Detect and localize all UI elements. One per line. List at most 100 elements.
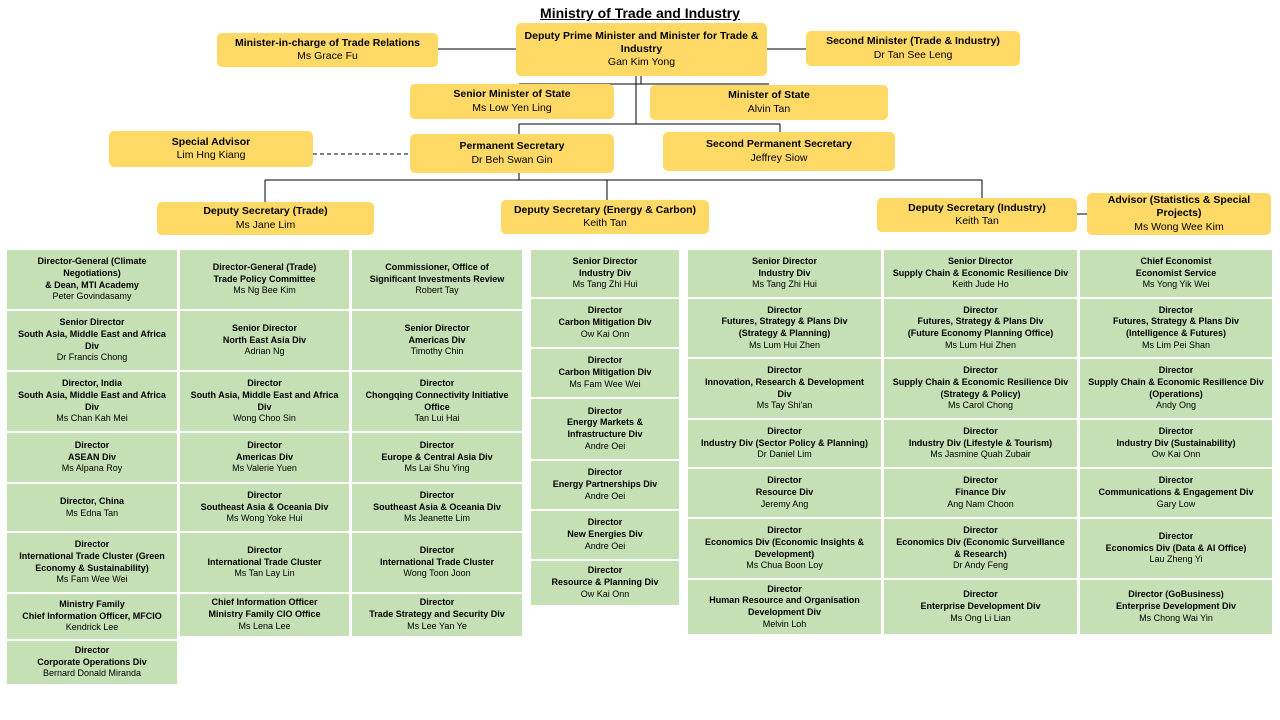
- division-cell: Director Trade Strategy and Security Div…: [352, 594, 522, 636]
- perm-sec-box: Permanent Secretary Dr Beh Swan Gin: [410, 134, 614, 173]
- perm-sec-role: Permanent Secretary: [459, 140, 565, 153]
- dpm-name: Gan Kim Yong: [607, 56, 676, 69]
- ds-energy-name: Keith Tan: [583, 217, 627, 229]
- second-minister-name: Dr Tan See Leng: [873, 48, 953, 61]
- division-officer-name: Adrian Ng: [244, 346, 285, 357]
- division-cell: Director Industry Div (Sustainability)Ow…: [1080, 420, 1272, 467]
- division-cell: Director Innovation, Research & Developm…: [688, 359, 881, 418]
- division-cell: Director-General (Trade) Trade Policy Co…: [180, 250, 349, 309]
- advisor-stats-role: Advisor (Statistics & Special Projects): [1107, 194, 1251, 220]
- division-officer-name: Ms Chua Boon Loy: [746, 560, 823, 571]
- division-role: Director Americas Div: [235, 439, 294, 462]
- division-officer-name: Ms Wong Yoke Hui: [226, 513, 303, 524]
- division-cell: Director Futures, Strategy & Plans Div (…: [688, 299, 881, 357]
- division-role: Director New Energies Div: [567, 517, 643, 540]
- division-officer-name: Ms Valerie Yuen: [232, 463, 297, 474]
- division-role: Director International Trade Cluster: [207, 544, 322, 567]
- division-officer-name: Ms Lum Hui Zhen: [748, 339, 821, 350]
- ds-industry-box: Deputy Secretary (Industry) Keith Tan: [877, 198, 1077, 232]
- division-officer-name: Ms Tan Lay Lin: [234, 568, 295, 579]
- division-role: Director Enterprise Development Div: [920, 589, 1041, 612]
- ds-trade-role: Deputy Secretary (Trade): [203, 205, 328, 218]
- division-role: Director Communications & Engagement Div: [1098, 475, 1254, 498]
- division-cell: Commissioner, Office of Significant Inve…: [352, 250, 522, 309]
- division-officer-name: Dr Daniel Lim: [757, 449, 812, 460]
- division-officer-name: Ms Fam Wee Wei: [56, 574, 128, 585]
- division-cell: Director Chongqing Connectivity Initiati…: [352, 372, 522, 431]
- division-officer-name: Ms Fam Wee Wei: [569, 378, 641, 389]
- special-advisor-role: Special Advisor: [171, 135, 251, 148]
- division-cell: Director Industry Div (Lifestyle & Touri…: [884, 420, 1077, 467]
- division-officer-name: Ms Lai Shu Ying: [404, 463, 470, 474]
- division-role: Director Energy Markets & Infrastructure…: [566, 405, 644, 439]
- division-role: Director Europe & Central Asia Div: [381, 439, 493, 462]
- division-officer-name: Andy Ong: [1155, 400, 1197, 411]
- ds-energy-box: Deputy Secretary (Energy & Carbon) Keith…: [501, 200, 709, 234]
- division-officer-name: Gary Low: [1156, 498, 1196, 509]
- division-cell: Director Futures, Strategy & Plans Div (…: [884, 299, 1077, 357]
- division-officer-name: Ang Nam Choon: [947, 498, 1014, 509]
- division-cell: Ministry Family Chief Information Office…: [7, 594, 177, 639]
- ds-industry-role: Deputy Secretary (Industry): [908, 201, 1046, 214]
- division-officer-name: Ms Edna Tan: [65, 507, 119, 518]
- sms-role: Senior Minister of State: [453, 88, 571, 101]
- division-officer-name: Ms Alpana Roy: [61, 463, 123, 474]
- division-cell: Director Human Resource and Organisation…: [688, 580, 881, 634]
- division-role: Director Southeast Asia & Oceania Div: [200, 489, 329, 512]
- division-role: Director Trade Strategy and Security Div: [369, 597, 505, 620]
- division-cell: Director Energy Markets & Infrastructure…: [531, 399, 679, 459]
- page-title: Ministry of Trade and Industry: [540, 5, 740, 21]
- division-officer-name: Wong Choo Sin: [233, 413, 296, 424]
- division-cell: Director, India South Asia, Middle East …: [7, 372, 177, 431]
- division-role: Director Carbon Mitigation Div: [558, 355, 652, 378]
- division-cell: Director Economics Div (Data & AI Office…: [1080, 519, 1272, 578]
- division-cell: Director Supply Chain & Economic Resilie…: [1080, 359, 1272, 418]
- division-officer-name: Andre Oei: [584, 540, 626, 551]
- division-officer-name: Kendrick Lee: [65, 622, 119, 633]
- division-cell: Director International Trade Cluster (Gr…: [7, 533, 177, 592]
- division-officer-name: Tan Lui Hai: [414, 413, 460, 424]
- division-officer-name: Ms Lena Lee: [238, 620, 291, 631]
- special-advisor-box: Special Advisor Lim Hng Kiang: [109, 131, 313, 167]
- second-perm-sec-box: Second Permanent Secretary Jeffrey Siow: [663, 132, 895, 171]
- division-role: Chief Information Officer Ministry Famil…: [208, 597, 321, 620]
- division-cell: Director Industry Div (Sector Policy & P…: [688, 420, 881, 467]
- division-cell: Director Economics Div (Economic Surveil…: [884, 519, 1077, 578]
- division-role: Director, India South Asia, Middle East …: [18, 378, 166, 412]
- advisor-stats-name: Ms Wong Wee Kim: [1134, 220, 1224, 233]
- division-role: Director Industry Div (Sector Policy & P…: [700, 425, 869, 448]
- ds-trade-box: Deputy Secretary (Trade) Ms Jane Lim: [157, 202, 374, 235]
- division-role: Director Finance Div: [955, 475, 1006, 498]
- division-cell: Director South Asia, Middle East and Afr…: [180, 372, 349, 431]
- division-officer-name: Ms Tay Shi'an: [756, 400, 813, 411]
- division-role: Director Industry Div (Lifestyle & Touri…: [908, 425, 1053, 448]
- division-role: Director (GoBusiness) Enterprise Develop…: [1115, 589, 1237, 612]
- mos-name: Alvin Tan: [747, 102, 791, 115]
- division-role: Director Futures, Strategy & Plans Div (…: [721, 304, 848, 338]
- division-role: Director Innovation, Research & Developm…: [704, 365, 865, 399]
- division-role: Director Resource Div: [755, 475, 814, 498]
- division-role: Senior Director Americas Div: [404, 322, 470, 345]
- division-officer-name: Ms Lee Yan Ye: [407, 620, 467, 631]
- division-role: Commissioner, Office of Significant Inve…: [369, 261, 505, 284]
- division-role: Senior Director Industry Div: [751, 255, 818, 278]
- division-officer-name: Ms Jasmine Quah Zubair: [930, 449, 1031, 460]
- division-role: Director International Trade Cluster (Gr…: [19, 539, 165, 573]
- second-perm-sec-role: Second Permanent Secretary: [706, 138, 852, 151]
- division-role: Director Energy Partnerships Div: [552, 467, 658, 490]
- perm-sec-name: Dr Beh Swan Gin: [471, 153, 553, 166]
- division-role: Chief Economist Economist Service: [1135, 255, 1217, 278]
- division-role: Director-General (Trade) Trade Policy Co…: [212, 261, 317, 284]
- division-role: Ministry Family Chief Information Office…: [22, 598, 162, 621]
